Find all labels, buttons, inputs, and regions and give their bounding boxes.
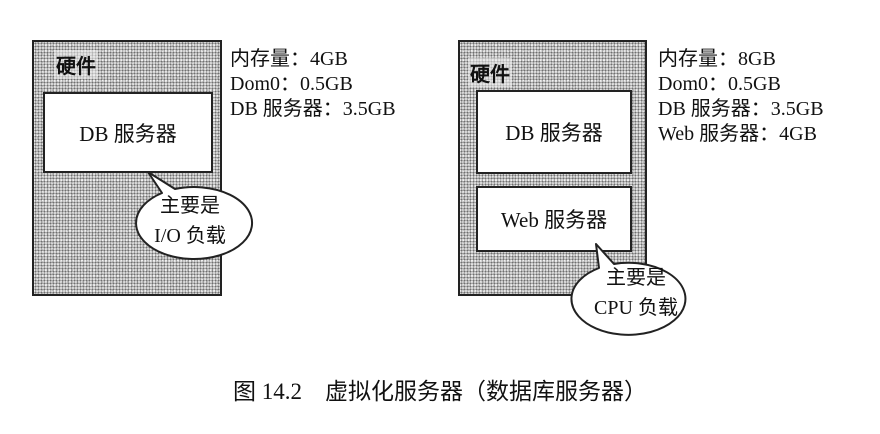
right-callout-bubble xyxy=(570,243,687,336)
right-hardware-label: 硬件 xyxy=(468,58,512,87)
right-callout-line-2: CPU 负载 xyxy=(594,297,678,319)
left-memory-specs: 内存量：4GB Dom0：0.5GB DB 服务器：3.5GB xyxy=(230,47,396,122)
right-db-server-label: DB 服务器 xyxy=(505,121,603,145)
right-callout-text: 主要是 CPU 负载 xyxy=(578,263,694,323)
left-db-server-box: DB 服务器 xyxy=(43,92,213,173)
left-db-server-label: DB 服务器 xyxy=(79,121,177,146)
left-callout-text: 主要是 I/O 负载 xyxy=(130,191,250,251)
right-memory-specs: 内存量：8GB Dom0：0.5GB DB 服务器：3.5GB Web 服务器：… xyxy=(658,47,824,147)
left-spec-line: Dom0：0.5GB xyxy=(230,73,353,95)
right-web-server-label: Web 服务器 xyxy=(500,208,608,232)
left-callout-line-1: 主要是 xyxy=(160,195,220,217)
right-web-server-box: Web 服务器 xyxy=(476,186,632,252)
right-spec-line: Web 服务器：4GB xyxy=(658,123,817,145)
right-spec-line: Dom0：0.5GB xyxy=(658,73,781,95)
left-spec-line: DB 服务器：3.5GB xyxy=(230,98,396,120)
left-callout-line-2: I/O 负载 xyxy=(154,225,226,247)
left-hardware-label: 硬件 xyxy=(54,50,98,79)
left-hardware-panel: 硬件 DB 服务器 xyxy=(32,40,222,296)
right-db-server-box: DB 服务器 xyxy=(476,90,632,174)
left-callout-bubble xyxy=(135,171,254,260)
right-spec-line: 内存量：8GB xyxy=(658,48,776,70)
figure-caption: 图 14.2 虚拟化服务器（数据库服务器） xyxy=(233,379,647,404)
right-hardware-panel: 硬件 DB 服务器 Web 服务器 xyxy=(458,40,647,296)
right-spec-line: DB 服务器：3.5GB xyxy=(658,98,824,120)
right-callout-line-1: 主要是 xyxy=(606,267,666,289)
left-spec-line: 内存量：4GB xyxy=(230,48,348,70)
